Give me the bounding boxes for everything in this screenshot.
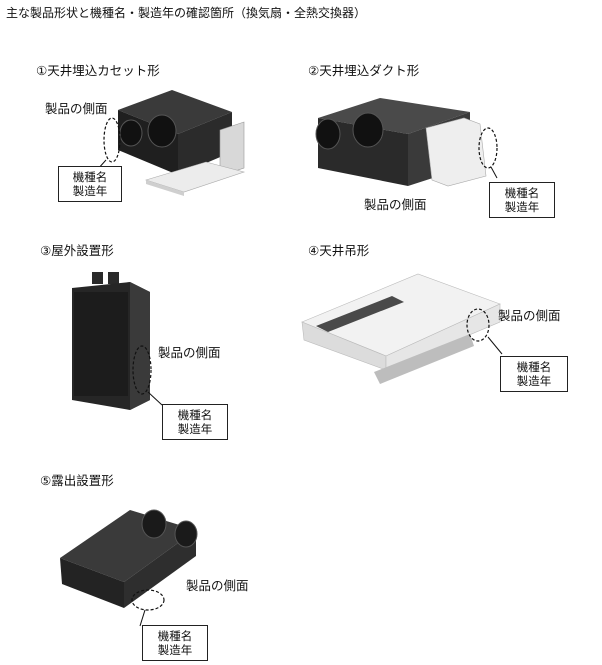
manufacture-year-text: 製造年	[72, 184, 108, 198]
product-2-label: ②天井埋込ダクト形	[308, 63, 420, 78]
suspended-side-marker	[466, 308, 490, 342]
product-3-info-box: 機種名 製造年	[162, 404, 228, 440]
manufacture-year-text: 製造年	[157, 643, 193, 657]
cassette-unit-image	[118, 90, 246, 196]
product-4-info-box: 機種名 製造年	[500, 356, 568, 392]
manufacture-year-text: 製造年	[516, 374, 552, 388]
cassette-side-marker	[103, 117, 121, 163]
product-3-side-label: 製品の側面	[158, 345, 221, 360]
product-3-label: ③屋外設置形	[40, 243, 114, 258]
product-5-info-box: 機種名 製造年	[142, 625, 208, 661]
product-2-side-label: 製品の側面	[364, 197, 427, 212]
product-4-label: ④天井吊形	[308, 243, 370, 258]
model-name-text: 機種名	[72, 170, 108, 184]
product-1-label: ①天井埋込カセット形	[36, 63, 160, 78]
model-name-text: 機種名	[177, 408, 213, 422]
product-5-label: ⑤露出設置形	[40, 473, 114, 488]
exposed-unit-image	[60, 509, 198, 608]
product-2-info-box: 機種名 製造年	[489, 182, 555, 218]
product-1-side-label: 製品の側面	[45, 101, 108, 116]
outdoor-side-marker	[132, 345, 152, 395]
exposed-side-marker	[131, 589, 165, 611]
model-name-text: 機種名	[157, 629, 193, 643]
page-title: 主な製品形状と機種名・製造年の確認箇所（換気扇・全熱交換器）	[6, 6, 367, 20]
manufacture-year-text: 製造年	[504, 200, 540, 214]
outdoor-unit-image	[72, 272, 150, 410]
suspended-unit-image	[301, 273, 501, 384]
model-name-text: 機種名	[516, 360, 552, 374]
product-4-side-label: 製品の側面	[498, 308, 561, 323]
model-name-text: 機種名	[504, 186, 540, 200]
duct-unit-image	[315, 98, 487, 187]
product-5-side-label: 製品の側面	[186, 578, 249, 593]
manufacture-year-text: 製造年	[177, 422, 213, 436]
duct-side-marker	[478, 127, 498, 169]
product-1-info-box: 機種名 製造年	[58, 166, 122, 202]
